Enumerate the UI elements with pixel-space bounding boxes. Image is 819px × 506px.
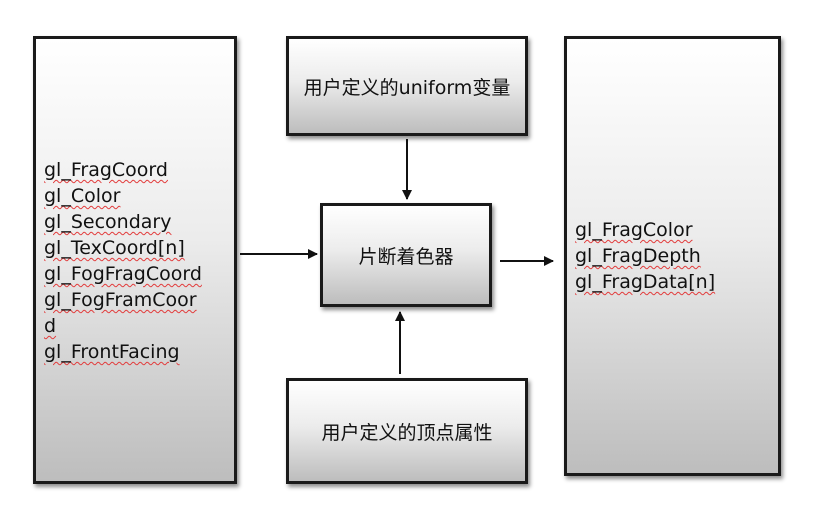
input-item: d: [44, 315, 57, 337]
builtin-inputs-list: gl_FragCoord gl_Color gl_Secondary gl_Te…: [44, 157, 202, 365]
input-item: gl_Color: [44, 185, 121, 207]
uniform-variables-label: 用户定义的uniform变量: [303, 76, 511, 99]
fragment-shader-box: 片断着色器: [320, 203, 492, 307]
output-item: gl_FragDepth: [575, 245, 701, 267]
vertex-attributes-box: 用户定义的顶点属性: [286, 378, 528, 484]
fragment-shader-label: 片断着色器: [358, 245, 454, 268]
builtin-outputs-list: gl_FragColor gl_FragDepth gl_FragData[n]: [575, 217, 715, 295]
builtin-outputs-box: gl_FragColor gl_FragDepth gl_FragData[n]: [564, 36, 781, 476]
input-item: gl_FogFramCoor: [44, 289, 197, 311]
input-item: gl_FrontFacing: [44, 341, 180, 363]
output-item: gl_FragData[n]: [575, 271, 716, 293]
input-item: gl_FragCoord: [44, 159, 168, 181]
output-item: gl_FragColor: [575, 219, 693, 241]
input-item: gl_Secondary: [44, 211, 172, 233]
input-item: gl_TexCoord[n]: [44, 237, 185, 259]
vertex-attributes-label: 用户定义的顶点属性: [321, 421, 493, 444]
input-item: gl_FogFragCoord: [44, 263, 202, 285]
uniform-variables-box: 用户定义的uniform变量: [286, 36, 528, 136]
builtin-inputs-box: gl_FragCoord gl_Color gl_Secondary gl_Te…: [33, 36, 237, 484]
